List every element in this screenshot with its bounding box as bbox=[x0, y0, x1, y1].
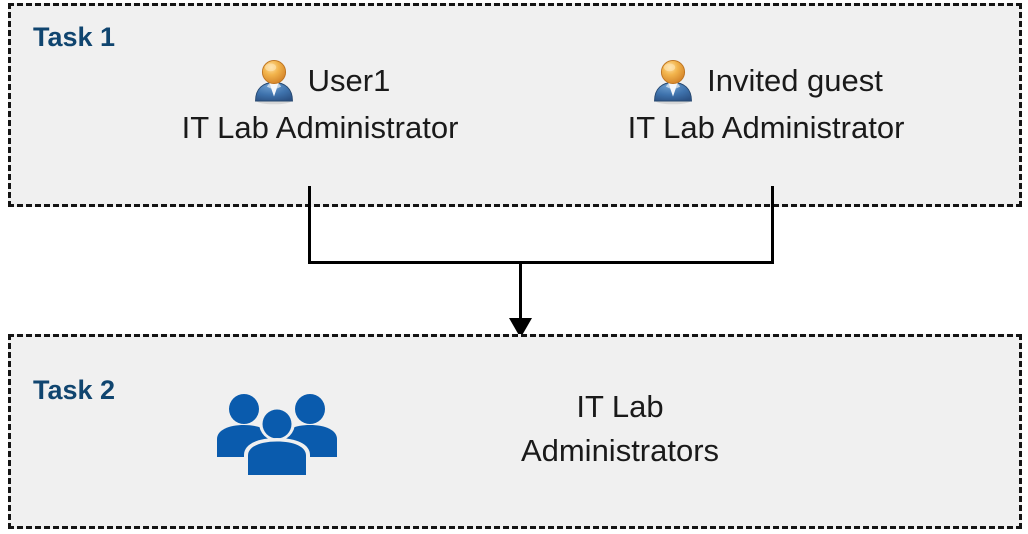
group-name-line-2: Administrators bbox=[520, 433, 720, 468]
user-role: IT Lab Administrator bbox=[181, 110, 459, 145]
user-name: Invited guest bbox=[707, 63, 883, 98]
user-icon bbox=[254, 59, 293, 105]
task-2-label: Task 2 bbox=[33, 375, 116, 405]
task-2-container bbox=[8, 334, 1022, 529]
user-icon bbox=[654, 59, 693, 105]
user-entry-primary-row: User1 bbox=[120, 56, 520, 106]
user-group-icon bbox=[217, 394, 337, 477]
user-entry-primary-row: Invited guest bbox=[556, 56, 976, 106]
user-name: User1 bbox=[307, 63, 391, 98]
user-role: IT Lab Administrator bbox=[627, 110, 905, 145]
group-icon-wrapper bbox=[212, 387, 342, 477]
task-1-container bbox=[8, 3, 1022, 207]
user-entry-user1: User1 IT Lab Administrator bbox=[120, 56, 520, 150]
group-name-line-1: IT Lab bbox=[576, 389, 664, 424]
user-entry-invited-guest: Invited guest IT Lab Administrator bbox=[556, 56, 976, 150]
group-name-label: IT Lab Administrators bbox=[400, 385, 840, 473]
task-1-label: Task 1 bbox=[33, 22, 116, 52]
